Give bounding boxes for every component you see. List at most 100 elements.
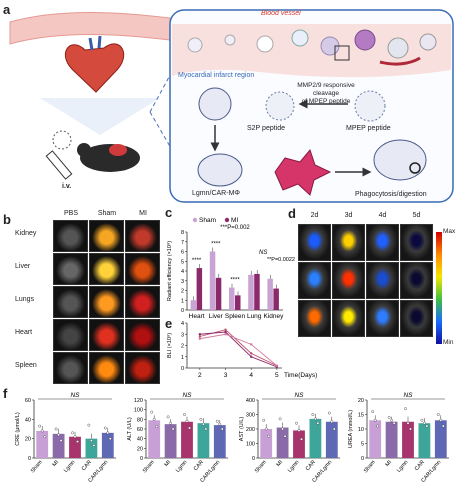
bar-car-lgmn bbox=[434, 420, 447, 458]
replicate-point bbox=[155, 425, 159, 428]
ns-label: NS bbox=[70, 392, 80, 399]
y-axis-label: CRE (μmol/L) bbox=[15, 412, 21, 446]
y-tick-label: 60 bbox=[137, 427, 143, 433]
series-line bbox=[199, 329, 278, 367]
data-point bbox=[249, 343, 253, 346]
col-sham: Sham bbox=[97, 210, 117, 217]
pval-kidney: **P=0.0022 bbox=[267, 257, 295, 263]
replicate-point bbox=[332, 427, 336, 431]
replicate-point bbox=[406, 421, 410, 425]
replicate-point bbox=[264, 427, 268, 431]
legend-mi-marker bbox=[224, 217, 230, 223]
y-tick-label: 200 bbox=[246, 427, 255, 433]
y-axis-label: UREA (mmol/L) bbox=[348, 410, 354, 448]
x-tick-label: 3 bbox=[224, 372, 228, 379]
y-tick-label: 60 bbox=[25, 398, 31, 404]
bar-sham bbox=[209, 251, 216, 310]
col-mi: MI bbox=[139, 210, 147, 217]
mmp-label: MMP2/9 responsive cleavage of MPEP pepti… bbox=[292, 82, 360, 106]
panel-label-d: d bbox=[288, 206, 296, 221]
panel-label-c: c bbox=[165, 205, 173, 220]
colorbar-min: Min bbox=[443, 339, 454, 346]
ns-lung: NS bbox=[259, 250, 267, 256]
day-label: 4d bbox=[378, 212, 387, 219]
bar-sham bbox=[36, 430, 49, 458]
data-point bbox=[198, 337, 202, 340]
replicate-point bbox=[43, 435, 47, 439]
col-pbs: PBS bbox=[63, 210, 78, 217]
organ-label: Liver bbox=[15, 263, 31, 270]
replicate-point bbox=[295, 421, 298, 425]
x-tick-label: CAR bbox=[305, 459, 317, 472]
y-tick-label: 2 bbox=[181, 289, 184, 295]
y-tick-label: 0 bbox=[252, 456, 255, 462]
ns-label: NS bbox=[294, 392, 304, 399]
mmp-line-1: MMP2/9 responsive bbox=[297, 82, 355, 89]
y-tick-label: 3 bbox=[181, 279, 184, 285]
organ-image bbox=[53, 253, 88, 285]
y-tick-label: 40 bbox=[25, 417, 31, 423]
organ-image bbox=[89, 319, 124, 351]
x-tick-label: Spleen bbox=[225, 313, 246, 320]
organ-label: Kidney bbox=[15, 230, 37, 237]
bar-lgmn bbox=[181, 421, 193, 458]
y-tick-label: 20 bbox=[358, 398, 364, 404]
replicate-point bbox=[327, 411, 331, 415]
organ-image bbox=[53, 319, 88, 351]
x-tick-label: MI bbox=[164, 459, 173, 468]
bar-lgmn bbox=[402, 421, 414, 458]
panel-label-a: a bbox=[3, 2, 11, 17]
organ-image bbox=[125, 319, 160, 351]
replicate-point bbox=[278, 417, 282, 421]
organ-image bbox=[125, 220, 160, 252]
x-tick-label: MI bbox=[52, 459, 61, 468]
colorbar-max: Max bbox=[443, 228, 456, 235]
y-axis-label: Radiant efficiency (×10⁸) bbox=[166, 241, 173, 301]
organ-image bbox=[125, 352, 160, 384]
series-line bbox=[199, 331, 278, 368]
replicate-point bbox=[371, 410, 375, 413]
bar-car bbox=[418, 423, 431, 458]
iv-label: i.v. bbox=[62, 183, 72, 190]
bar-car-lgmn bbox=[101, 432, 114, 458]
panel-label-b: b bbox=[3, 212, 11, 227]
replicate-point bbox=[390, 418, 393, 422]
x-tick-label: CAR bbox=[81, 459, 93, 472]
bar-mi bbox=[273, 288, 279, 310]
bar-sham bbox=[248, 274, 254, 310]
organ-image bbox=[53, 352, 88, 384]
mmp-line-2: cleavage bbox=[312, 90, 340, 97]
x-tick-label: Lgmn bbox=[396, 459, 409, 473]
bar-car bbox=[197, 423, 210, 458]
replicate-point bbox=[215, 419, 219, 423]
replicate-point bbox=[376, 424, 380, 428]
y-tick-label: 4 bbox=[181, 269, 184, 275]
bar-mi bbox=[164, 424, 177, 458]
replicate-point bbox=[262, 418, 266, 422]
replicate-point bbox=[106, 431, 110, 435]
replicate-point bbox=[300, 437, 303, 441]
ns-label: NS bbox=[182, 392, 192, 399]
replicate-point bbox=[171, 427, 175, 431]
bli-image bbox=[366, 224, 399, 261]
replicate-point bbox=[420, 418, 424, 422]
s2p-label: S2P peptide bbox=[247, 125, 286, 132]
y-tick-label: 0 bbox=[181, 366, 184, 372]
bar-mi bbox=[276, 427, 289, 458]
data-point bbox=[198, 335, 202, 338]
legend-mi: MI bbox=[231, 217, 238, 224]
pval-liver: ***P=0.002 bbox=[220, 225, 250, 231]
mi-region-label: Myocardial infarct region bbox=[178, 72, 255, 79]
bli-image bbox=[332, 262, 365, 299]
replicate-point bbox=[313, 417, 317, 421]
organ-image bbox=[89, 220, 124, 252]
lgmn-car-label: Lgmn/CAR-MΦ bbox=[192, 190, 240, 197]
bli-image bbox=[400, 300, 433, 337]
series-line bbox=[199, 333, 278, 367]
replicate-point bbox=[409, 427, 412, 431]
bar-mi bbox=[196, 268, 203, 310]
replicate-point bbox=[76, 440, 79, 443]
replicate-point bbox=[218, 422, 222, 426]
